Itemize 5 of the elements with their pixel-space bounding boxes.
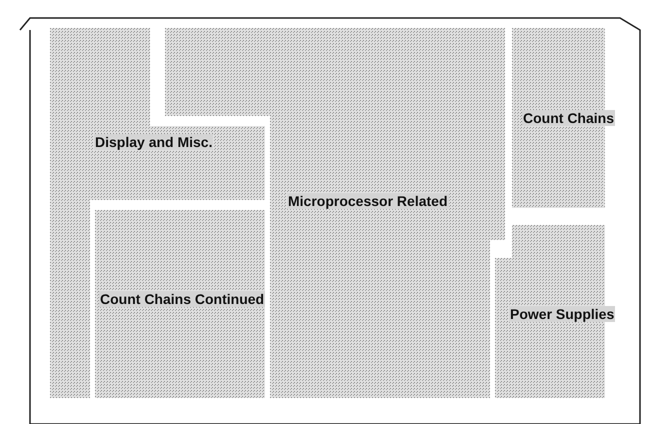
region-label: Power Supplies [509,306,616,322]
region-label: Display and Misc. [94,134,214,150]
region-label: Count Chains Continued [99,291,266,307]
region-label: Count Chains [522,110,615,126]
region-label: Microprocessor Related [287,193,448,209]
